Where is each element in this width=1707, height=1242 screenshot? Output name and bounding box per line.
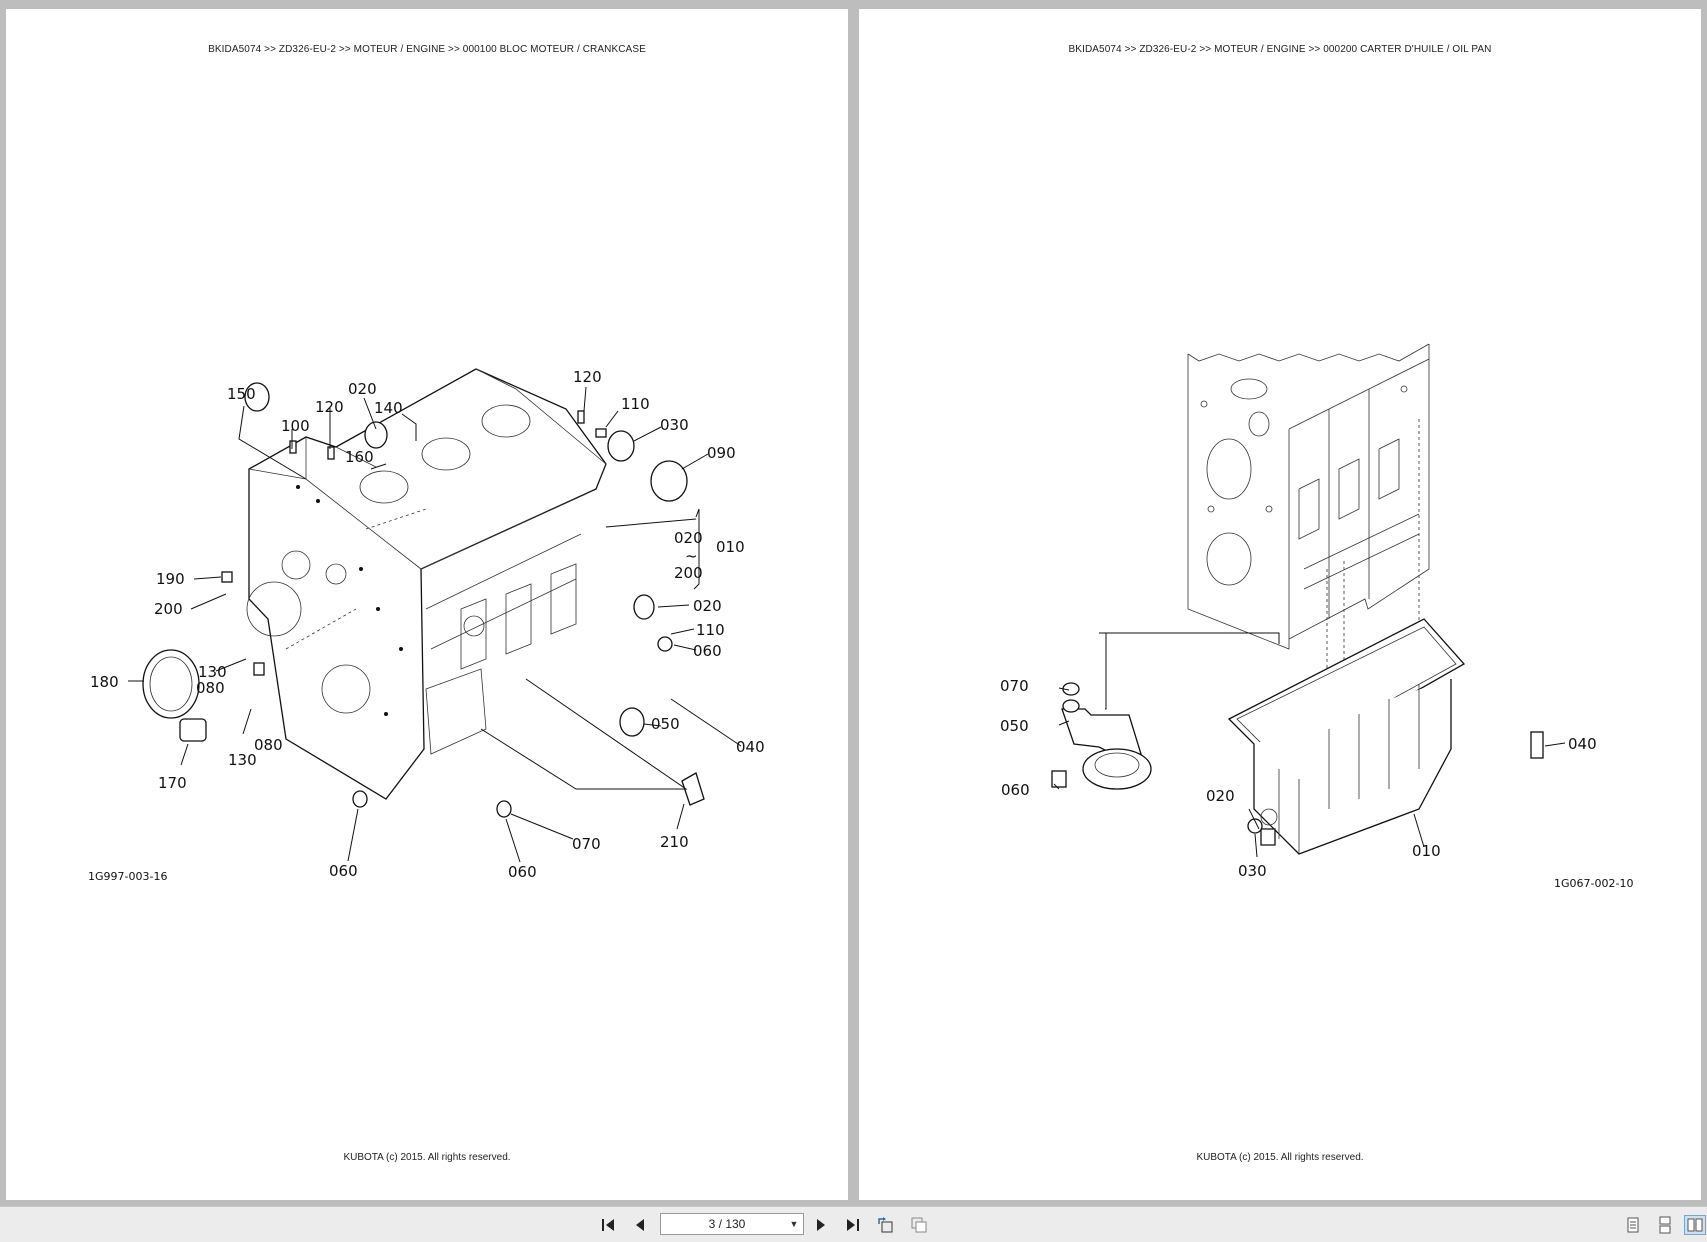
callout-label: 020	[674, 529, 703, 547]
single-page-view-icon[interactable]	[1622, 1215, 1644, 1235]
page-header: BKIDA5074 >> ZD326-EU-2 >> MOTEUR / ENGI…	[208, 44, 646, 55]
previous-page-icon[interactable]	[629, 1215, 651, 1235]
continuous-view-icon[interactable]	[1654, 1215, 1676, 1235]
callout-numbers: 070 050 060 040 020 010 030	[1000, 677, 1597, 880]
callout-label: 060	[693, 642, 722, 660]
callout-label: 160	[345, 448, 374, 466]
callout-label: 190	[156, 570, 185, 588]
two-page-view-icon[interactable]	[1684, 1215, 1706, 1235]
figure-code: 1G997-003-16	[88, 870, 167, 883]
callout-label: ~	[685, 547, 698, 565]
callout-label: 110	[621, 395, 650, 413]
callout-label: 040	[1568, 735, 1597, 753]
callout-label: 170	[158, 774, 187, 792]
engine-block-drawing	[1187, 343, 1430, 689]
leader-lines	[128, 386, 742, 863]
loose-parts-drawing	[142, 382, 705, 818]
callout-label: 030	[1238, 862, 1267, 880]
callout-label: 060	[508, 863, 537, 881]
page-footer: KUBOTA (c) 2015. All rights reserved.	[1196, 1152, 1364, 1163]
callout-label: 020	[348, 380, 377, 398]
chevron-down-icon[interactable]: ▼	[789, 1219, 799, 1229]
callout-label: 090	[707, 444, 736, 462]
crankcase-exploded-diagram: 150 100 120 020 140 160 120 110 030 090 …	[88, 368, 765, 883]
callout-numbers: 150 100 120 020 140 160 120 110 030 090 …	[90, 368, 765, 881]
callout-label: 100	[281, 417, 310, 435]
callout-label: 060	[1001, 781, 1030, 799]
callout-label: 030	[660, 416, 689, 434]
callout-label: 180	[90, 673, 119, 691]
callout-label: 130	[228, 751, 257, 769]
callout-label: 040	[736, 738, 765, 756]
callout-label: 130	[198, 663, 227, 681]
callout-label: 120	[315, 398, 344, 416]
oil-pan-exploded-diagram: 070 050 060 040 020 010 030 1G067-002-10	[1000, 343, 1633, 890]
rotate-icon[interactable]	[875, 1215, 897, 1235]
crankcase-block-drawing	[246, 368, 607, 800]
page-indicator-text: 3 / 130	[708, 1217, 746, 1231]
callout-label: 210	[660, 833, 689, 851]
page-footer: KUBOTA (c) 2015. All rights reserved.	[343, 1152, 511, 1163]
callout-label: 110	[696, 621, 725, 639]
figure-code: 1G067-002-10	[1554, 877, 1633, 890]
callout-label: 120	[573, 368, 602, 386]
next-page-icon[interactable]	[810, 1215, 832, 1235]
callout-label: 060	[329, 862, 358, 880]
callout-label: 020	[1206, 787, 1235, 805]
extract-icon[interactable]	[908, 1215, 930, 1235]
leader-lines	[1053, 632, 1566, 858]
callout-label: 200	[154, 600, 183, 618]
first-page-icon[interactable]	[598, 1215, 620, 1235]
callout-label: 010	[716, 538, 745, 556]
page-header: BKIDA5074 >> ZD326-EU-2 >> MOTEUR / ENGI…	[1068, 44, 1492, 55]
callout-label: 070	[1000, 677, 1029, 695]
document-page-left: BKIDA5074 >> ZD326-EU-2 >> MOTEUR / ENGI…	[6, 9, 848, 1200]
callout-label: 050	[1000, 717, 1029, 735]
oil-strainer-drawing	[1051, 682, 1544, 846]
callout-label: 150	[227, 385, 256, 403]
last-page-icon[interactable]	[841, 1215, 863, 1235]
callout-label: 140	[374, 399, 403, 417]
document-page-right: BKIDA5074 >> ZD326-EU-2 >> MOTEUR / ENGI…	[859, 9, 1701, 1200]
pdf-navigation-toolbar: 3 / 130 ▼	[0, 1206, 1707, 1242]
callout-label: 050	[651, 715, 680, 733]
page-number-input[interactable]: 3 / 130 ▼	[660, 1213, 804, 1235]
callout-label: 080	[196, 679, 225, 697]
callout-label: 020	[693, 597, 722, 615]
callout-label: 080	[254, 736, 283, 754]
callout-label: 010	[1412, 842, 1441, 860]
oil-pan-drawing	[1227, 618, 1466, 855]
callout-label: 200	[674, 564, 703, 582]
callout-label: 070	[572, 835, 601, 853]
